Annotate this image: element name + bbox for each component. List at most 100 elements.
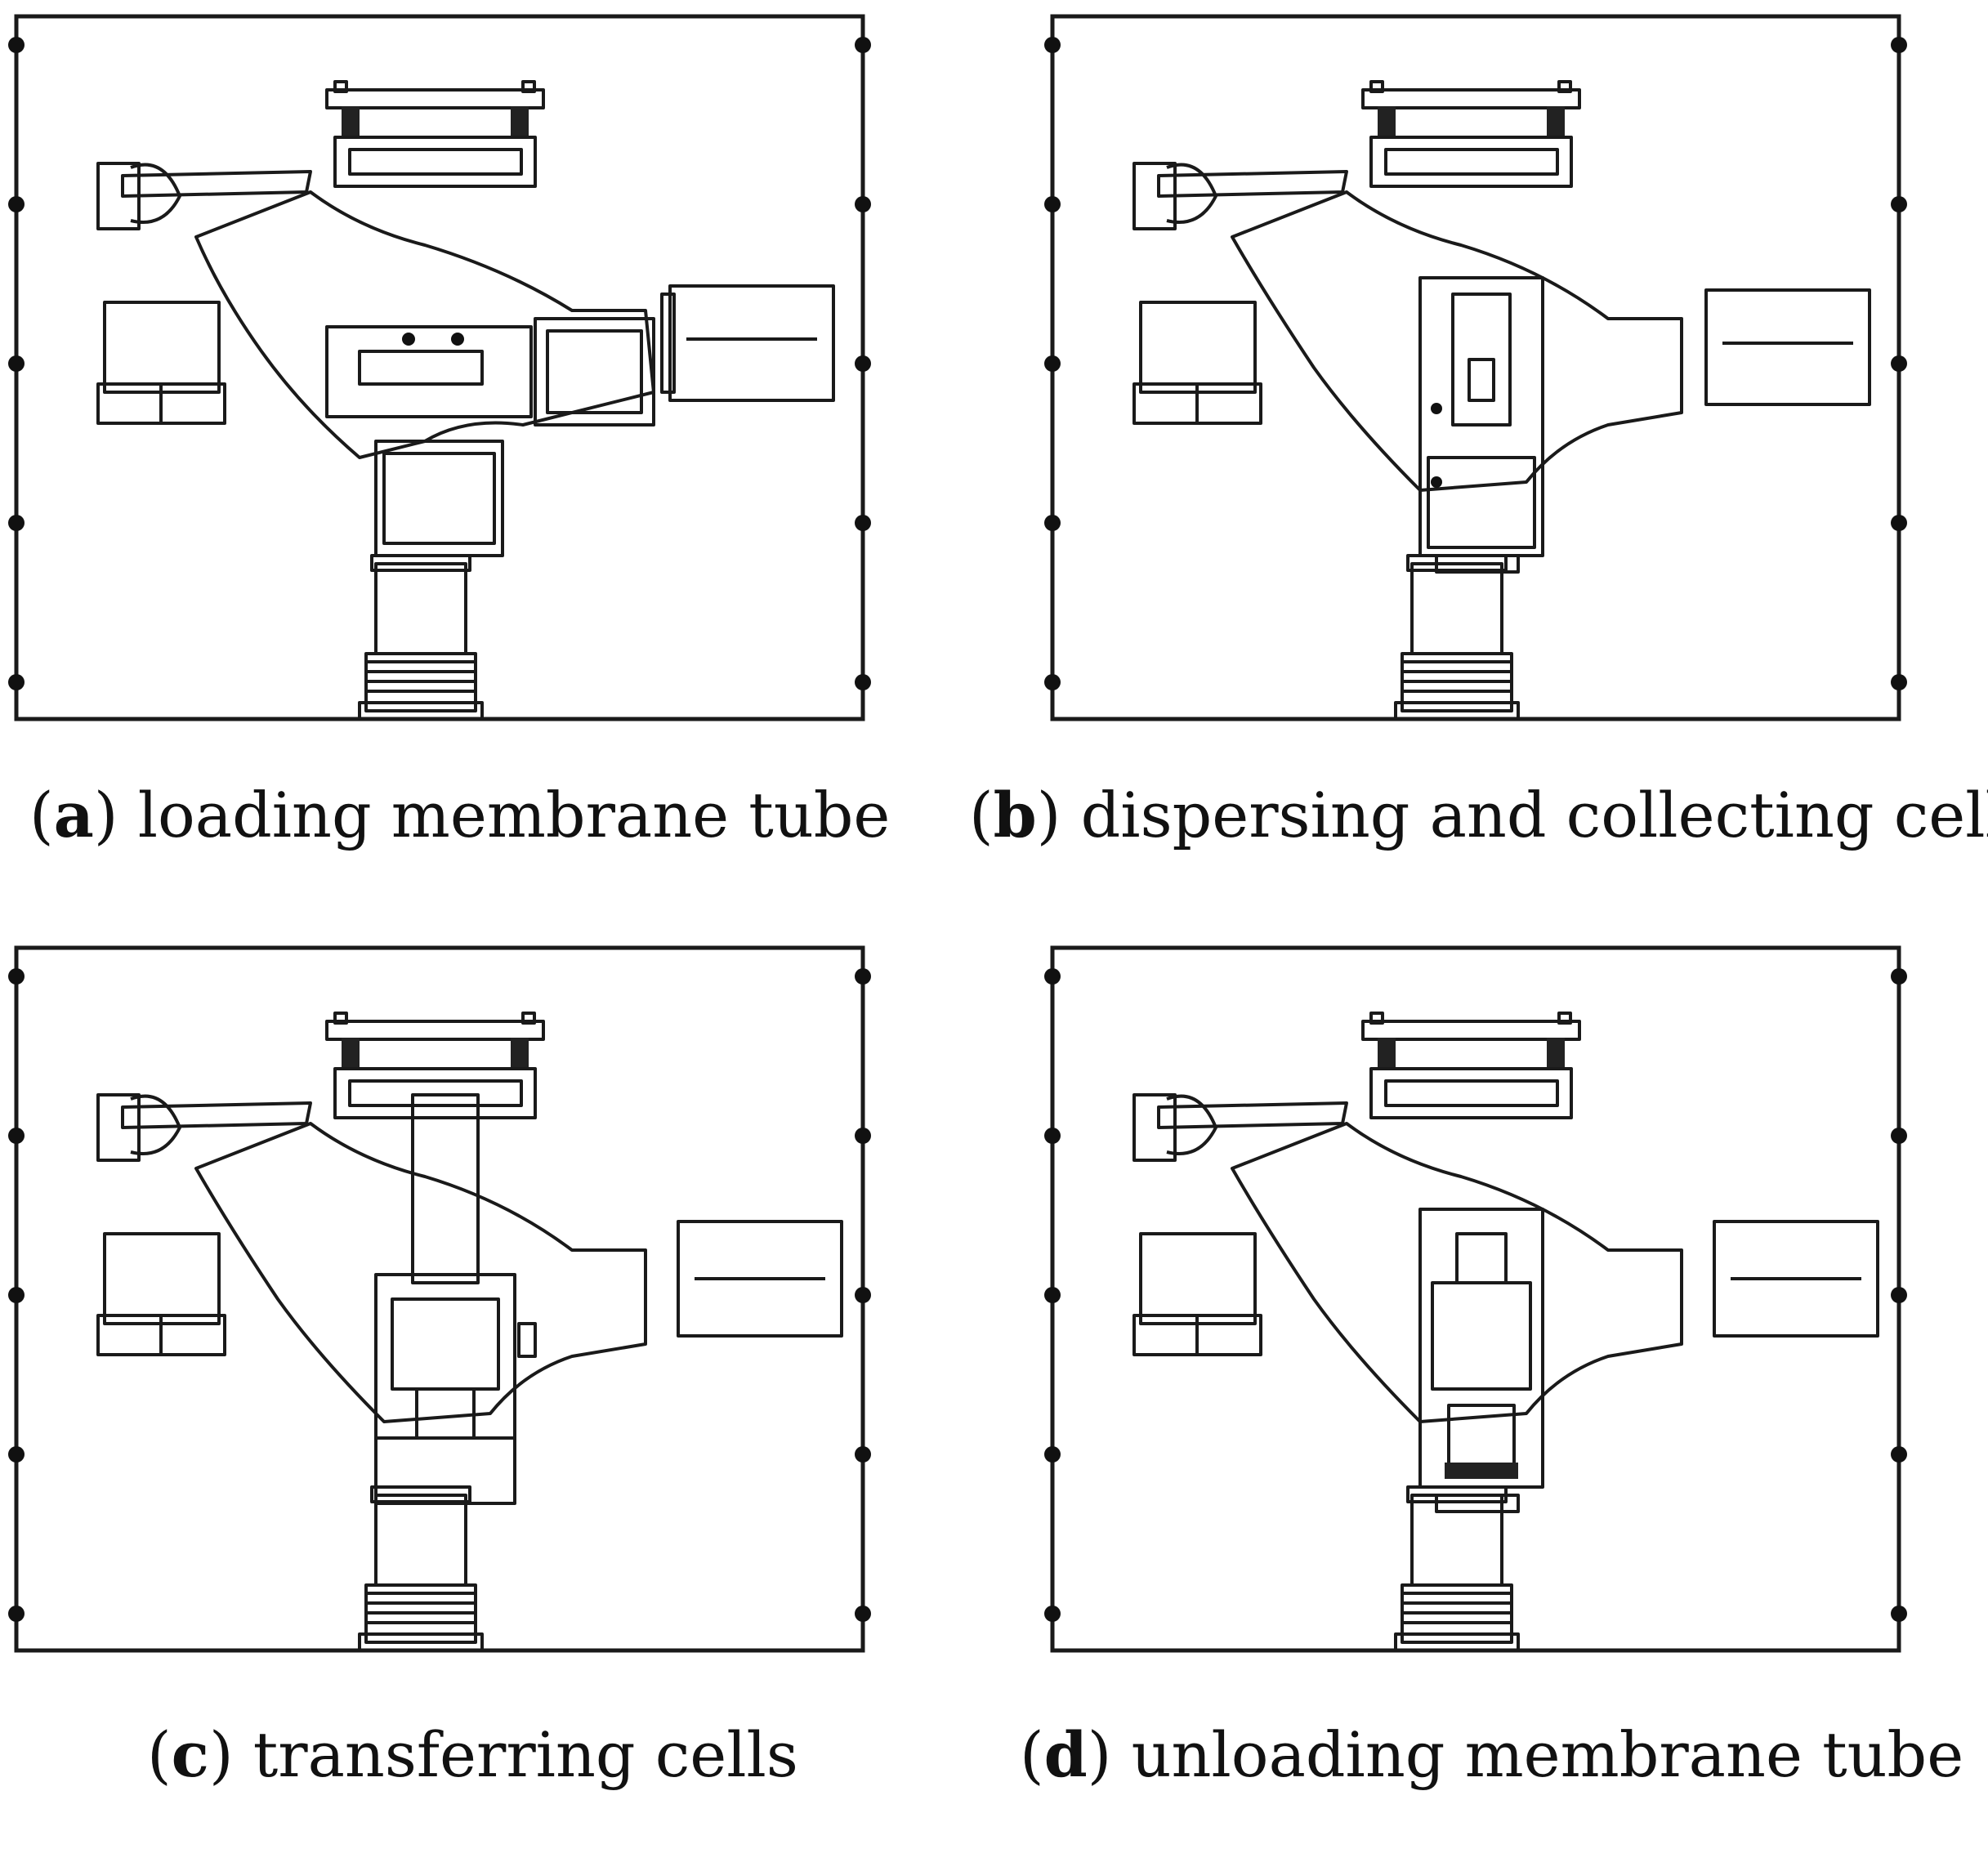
bolt-icon [402, 333, 415, 346]
bolt-icon [1431, 476, 1442, 488]
mounting-hole [1044, 196, 1061, 212]
right-motor-box [668, 284, 835, 402]
caption-letter: d [1043, 1718, 1088, 1791]
base-plate-group [8, 945, 871, 1653]
mounting-hole [1891, 1446, 1907, 1463]
bottom-column [374, 562, 467, 655]
mounting-hole [8, 1446, 25, 1463]
transfer-nozzle [415, 1387, 476, 1440]
vertical-carriage [1418, 1208, 1544, 1489]
mounting-hole [1891, 515, 1907, 531]
top-clamp-spring [1378, 1038, 1396, 1070]
gripper-housing [1132, 162, 1177, 230]
mounting-hole [1044, 355, 1061, 372]
gripper-arm [121, 1101, 312, 1129]
caption-d: (d) unloading membrane tube [1020, 1718, 1964, 1791]
caption-letter: a [53, 779, 94, 851]
top-clamp-bar [1361, 88, 1581, 109]
rotary-arm-outline [1231, 190, 1683, 492]
mounting-hole [1044, 1446, 1061, 1463]
mounting-hole [855, 37, 871, 53]
vertical-rod [1451, 293, 1512, 427]
mounting-hole [8, 1606, 25, 1622]
top-clamp-spring [511, 1038, 529, 1070]
bottom-column [1410, 1494, 1503, 1587]
mounting-hole [1044, 515, 1061, 531]
mounting-hole [1044, 37, 1061, 53]
top-clamp-bar [325, 88, 545, 109]
mounting-hole [855, 1606, 871, 1622]
gripper-arm [1157, 170, 1348, 198]
rotary-arm-outline [194, 1122, 647, 1423]
top-clamp-slot [1384, 148, 1559, 176]
top-clamp-bar [1361, 1020, 1581, 1041]
top-clamp-spring [1378, 106, 1396, 139]
top-clamp-nub [1369, 1012, 1384, 1025]
coupling [1435, 554, 1520, 574]
panel-d [1036, 931, 1988, 1814]
mounting-hole [1044, 674, 1061, 690]
mounting-hole [1891, 674, 1907, 690]
transfer-column [411, 1093, 480, 1284]
top-clamp-nub [333, 80, 348, 93]
right-motor-box [677, 1220, 843, 1338]
mounting-hole [1891, 355, 1907, 372]
mounting-hole [855, 674, 871, 690]
mechanism-drawing-b [1044, 14, 1907, 721]
mounting-hole [1044, 1287, 1061, 1303]
base-plate-frame [1050, 14, 1901, 721]
tube-ring [1445, 1463, 1518, 1479]
gripper-housing [96, 1093, 141, 1162]
top-clamp-block [333, 1067, 537, 1119]
mounting-hole [8, 37, 25, 53]
base-plate-group [1044, 14, 1907, 721]
mounting-hole [1891, 968, 1907, 985]
gripper-housing [96, 162, 141, 230]
caption-letter: b [993, 779, 1037, 851]
rotary-arm-outline [1231, 1122, 1683, 1423]
mounting-hole [1044, 968, 1061, 985]
caption-text: dispersing and collecting cells [1080, 779, 1988, 851]
head-assembly [325, 325, 533, 418]
mounting-hole [855, 515, 871, 531]
bottom-foot [1394, 701, 1520, 721]
bottom-foot [358, 701, 484, 721]
top-clamp-slot [348, 1079, 523, 1107]
side-bolt [517, 1322, 537, 1358]
top-clamp-block [1369, 1067, 1573, 1119]
mounting-hole [855, 1446, 871, 1463]
caption-b: (b) dispersing and collecting cells [969, 784, 1988, 846]
lower-chamber-inner [382, 452, 496, 545]
gripper-arm [121, 170, 312, 198]
top-clamp-spring [342, 106, 360, 139]
base-plate-frame [14, 14, 865, 721]
mounting-hole [8, 1287, 25, 1303]
left-storage-box [103, 1232, 221, 1325]
top-clamp-block [333, 136, 537, 188]
lower-chamber [374, 440, 504, 557]
right-motor-box [1704, 288, 1871, 406]
top-clamp-spring [1547, 106, 1565, 139]
tube-holder [1431, 1281, 1532, 1391]
mounting-hole [1891, 1606, 1907, 1622]
base-plate-group [8, 14, 871, 721]
caption-a: (a) loading membrane tube [29, 779, 891, 851]
left-storage-box [1139, 1232, 1257, 1325]
mounting-hole [8, 968, 25, 985]
top-clamp-slot [348, 148, 523, 176]
mounting-hole [8, 196, 25, 212]
tube-top [1455, 1232, 1508, 1284]
mounting-hole [8, 674, 25, 690]
top-clamp-bar [325, 1020, 545, 1041]
top-clamp-nub [333, 1012, 348, 1025]
left-storage-box [103, 301, 221, 394]
mechanism-drawing-a [8, 14, 871, 721]
base-plate-frame [1050, 945, 1901, 1653]
bottom-column [374, 1494, 467, 1587]
top-clamp-nub [1557, 80, 1572, 93]
base-plate-group [1044, 945, 1907, 1653]
mounting-hole [1044, 1128, 1061, 1144]
bolt-icon [451, 333, 464, 346]
gripper-arm [1157, 1101, 1348, 1129]
gear-box-inner [546, 329, 643, 414]
